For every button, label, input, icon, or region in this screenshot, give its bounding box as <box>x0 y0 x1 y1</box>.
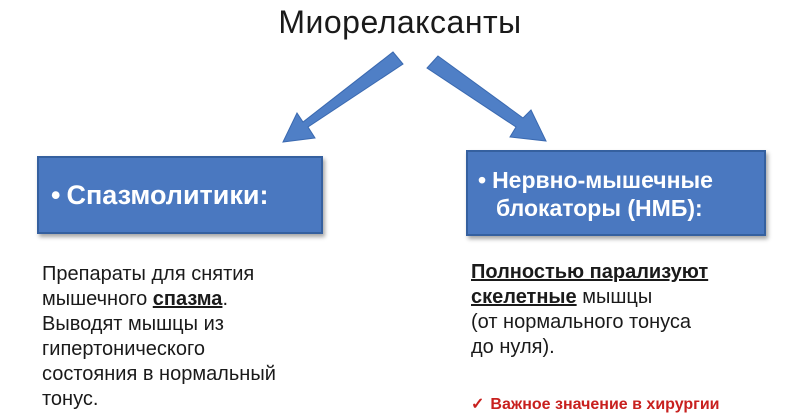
bullet: • <box>51 180 61 210</box>
nmb-label-line2: блокаторы (НМБ): <box>496 195 703 221</box>
diagram-title: Миорелаксанты <box>278 4 522 40</box>
spasm-term: спазма <box>152 288 223 310</box>
surgery-note-text: Важное значение в хирургии <box>490 396 720 413</box>
arrow-left-icon <box>282 51 404 143</box>
spasmolytics-description: Препараты для снятия мышечного спазма. В… <box>42 263 276 410</box>
nmb-label-line1: Нервно-мышечные <box>492 167 713 193</box>
arrow-right-icon <box>426 55 547 142</box>
spasmolytics-box: •Спазмолитики: <box>37 156 323 234</box>
nmb-description: Полностью парализуют скелетные мышцы (от… <box>471 260 791 360</box>
paralyze-term: Полностью парализуют <box>471 261 709 283</box>
checkmark-icon: ✓ <box>471 396 485 413</box>
bullet: • <box>478 167 487 193</box>
nmb-box: •Нервно-мышечные блокаторы (НМБ): <box>466 150 766 236</box>
skeletal-term: скелетные <box>471 286 577 308</box>
surgery-note: ✓ Важное значение в хирургии <box>471 394 720 414</box>
spasmolytics-label: Спазмолитики: <box>66 180 269 210</box>
